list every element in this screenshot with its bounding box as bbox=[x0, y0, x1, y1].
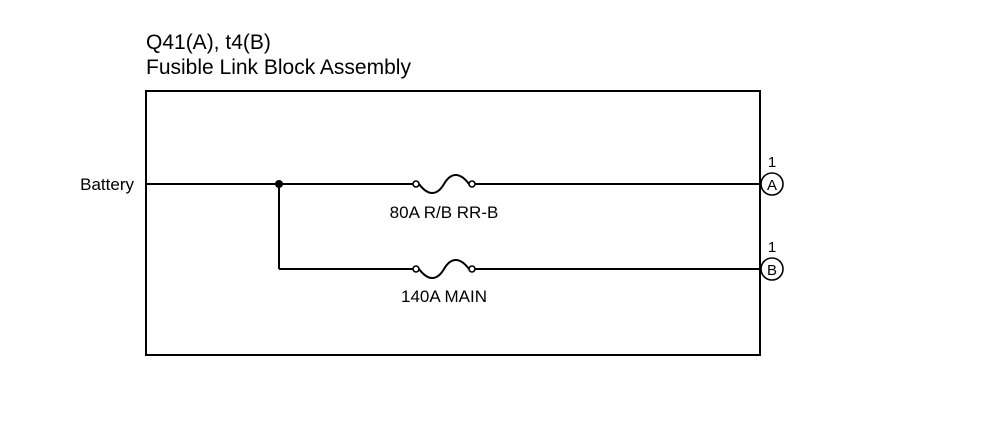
fuse-80a-label: 80A R/B RR-B bbox=[390, 203, 499, 222]
fuse-140a-label: 140A MAIN bbox=[401, 287, 487, 306]
connector-a-pin-number: 1 bbox=[768, 154, 776, 171]
fuse-140a-symbol bbox=[412, 259, 476, 279]
fuse-80a-symbol bbox=[412, 174, 476, 194]
fusible-link-block-outline bbox=[145, 90, 761, 356]
diagram-title-connectors: Q41(A), t4(B) bbox=[146, 31, 271, 54]
diagram-title-component: Fusible Link Block Assembly bbox=[146, 56, 411, 79]
battery-label: Battery bbox=[80, 175, 134, 194]
connector-b-pin-number: 1 bbox=[768, 239, 776, 256]
connector-a-terminal-icon bbox=[760, 172, 784, 196]
connector-a-letter: A bbox=[767, 177, 777, 194]
connector-b-terminal-icon bbox=[760, 257, 784, 281]
connector-b-letter: B bbox=[767, 262, 777, 279]
